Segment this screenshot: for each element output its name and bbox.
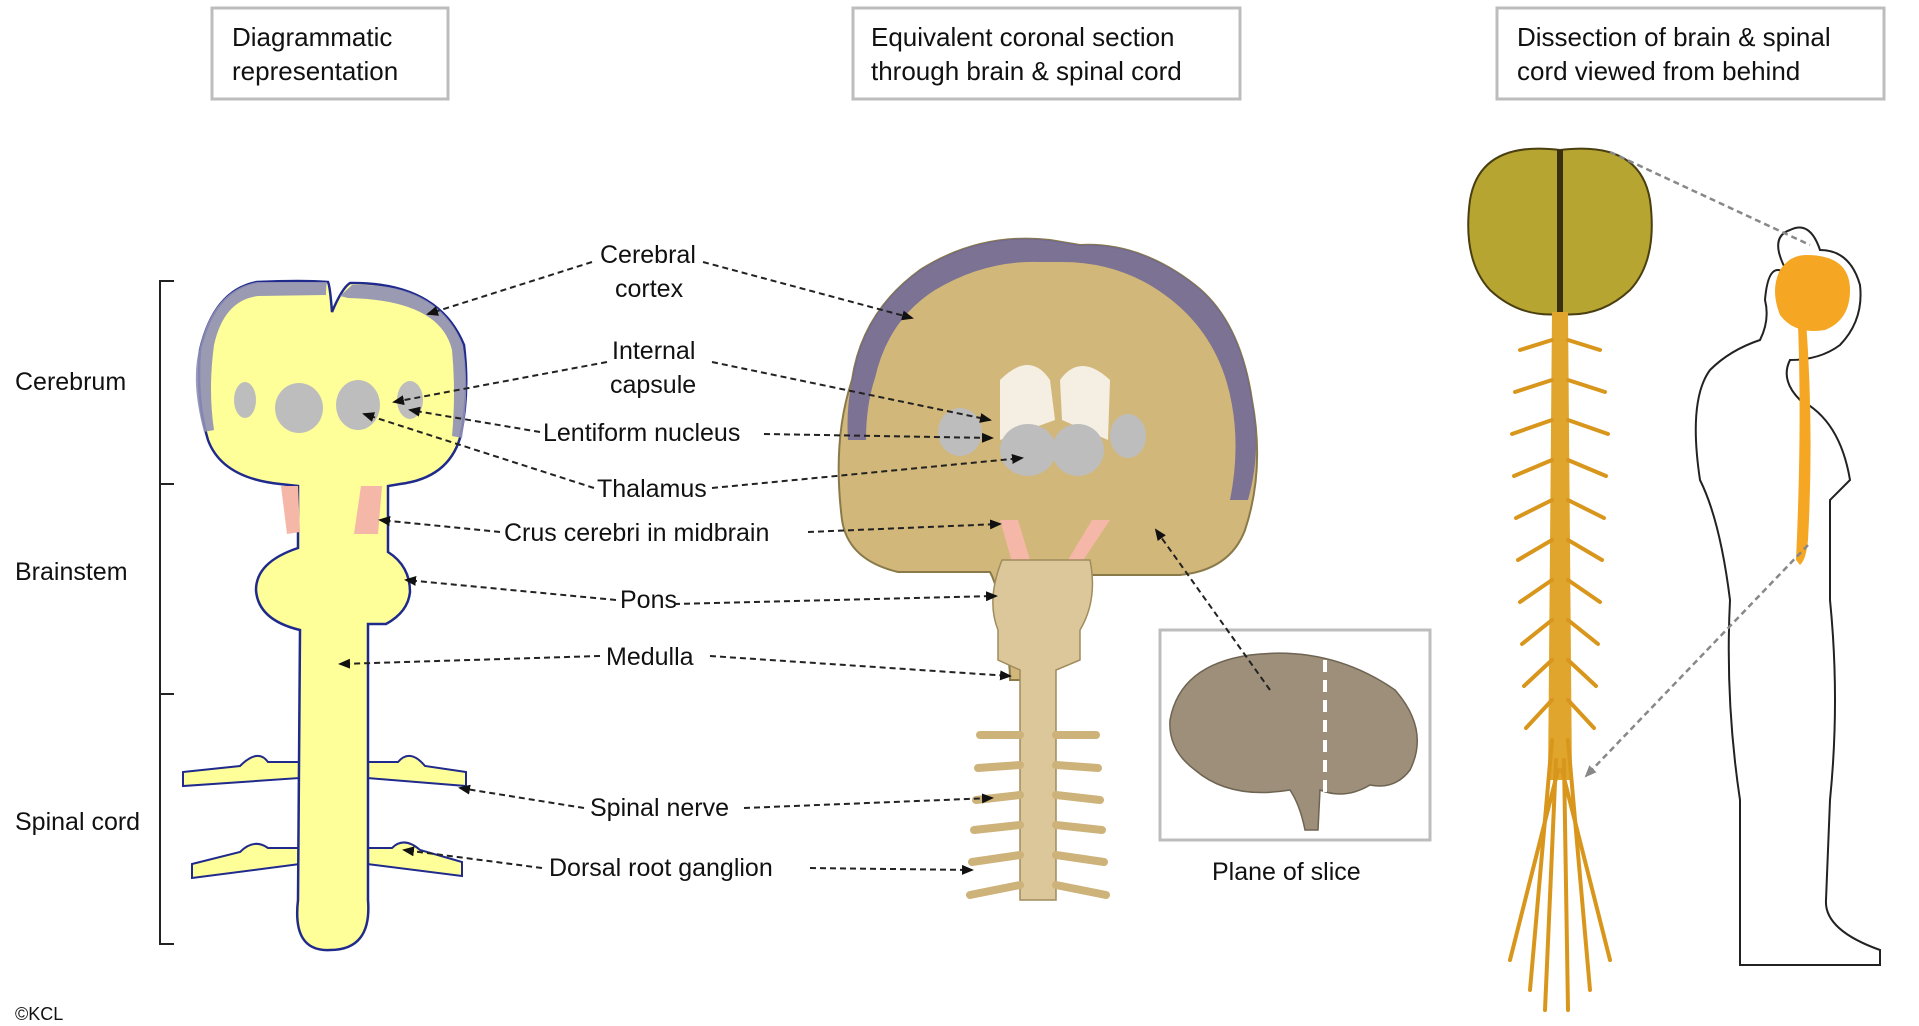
label-crus-cerebri: Crus cerebri in midbrain	[504, 519, 769, 547]
header-coronal: Equivalent coronal section through brain…	[853, 8, 1240, 99]
inset-caption: Plane of slice	[1212, 858, 1361, 886]
dissection-figure	[1468, 149, 1880, 1010]
label-thalamus: Thalamus	[597, 475, 707, 503]
label-internal-capsule: Internal capsule	[610, 337, 696, 399]
header-diagrammatic-line1: Diagrammatic	[232, 22, 392, 52]
label-cerebral-cortex: Cerebral cortex	[600, 241, 696, 303]
region-brainstem: Brainstem	[15, 558, 128, 586]
label-cerebral-cortex-line2: cortex	[615, 275, 684, 303]
header-coronal-line2: through brain & spinal cord	[871, 56, 1182, 86]
header-diagrammatic-line2: representation	[232, 56, 398, 86]
label-internal-capsule-line2: capsule	[610, 371, 696, 399]
header-dissection-line1: Dissection of brain & spinal	[1517, 22, 1831, 52]
dissection-human-silhouette	[1696, 228, 1880, 966]
plane-of-slice-inset: Plane of slice	[1160, 630, 1430, 886]
region-cerebrum: Cerebrum	[15, 368, 126, 396]
region-spinal-cord: Spinal cord	[15, 808, 140, 836]
header-dissection-line2: cord viewed from behind	[1517, 56, 1800, 86]
header-coronal-line1: Equivalent coronal section	[871, 22, 1175, 52]
label-pons: Pons	[620, 586, 677, 614]
label-dorsal-root-ganglion: Dorsal root ganglion	[549, 854, 773, 882]
label-lentiform-nucleus: Lentiform nucleus	[543, 419, 740, 447]
dissection-silhouette-head	[1775, 255, 1850, 331]
label-spinal-nerve: Spinal nerve	[590, 794, 729, 822]
coronal-brainstem	[993, 560, 1093, 900]
schematic-outline	[199, 281, 466, 950]
header-dissection: Dissection of brain & spinal cord viewed…	[1497, 8, 1884, 99]
header-diagrammatic: Diagrammatic representation	[212, 8, 448, 99]
label-internal-capsule-line1: Internal	[612, 337, 695, 365]
region-brackets	[160, 281, 174, 944]
label-cerebral-cortex-line1: Cerebral	[600, 241, 696, 269]
copyright: ©KCL	[15, 1004, 63, 1024]
diagram-schematic	[183, 281, 466, 950]
label-medulla: Medulla	[606, 643, 694, 671]
